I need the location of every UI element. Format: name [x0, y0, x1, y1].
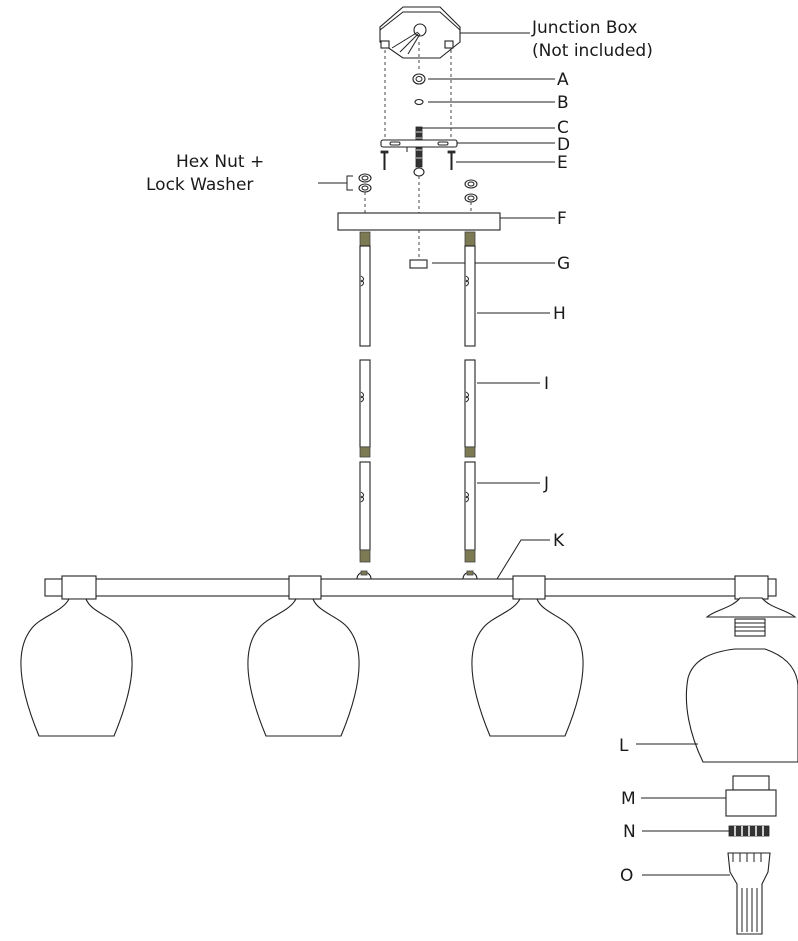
part-f-canopy — [337, 212, 501, 231]
part-g-strain-relief — [409, 259, 428, 269]
part-a-nut — [412, 73, 426, 85]
part-k-bar — [44, 570, 777, 600]
label-g: G — [557, 254, 570, 274]
label-i: I — [544, 374, 549, 394]
label-junction-box: Junction Box — [531, 18, 637, 38]
label-m: M — [621, 789, 636, 809]
label-not-included: (Not included) — [532, 41, 653, 61]
part-o-socket — [727, 852, 771, 935]
label-n: N — [623, 822, 636, 842]
label-f: F — [557, 209, 567, 229]
nipple-nut — [413, 167, 425, 177]
part-n-threaded-ring — [728, 825, 770, 837]
junction-box — [379, 6, 461, 59]
label-l: L — [619, 736, 629, 756]
label-b: B — [557, 93, 569, 113]
part-m-socket-ring — [725, 775, 777, 817]
shade-3 — [471, 598, 584, 737]
label-c: C — [557, 118, 569, 138]
label-e: E — [557, 153, 568, 173]
label-h: H — [553, 304, 566, 324]
label-k: K — [553, 531, 565, 551]
label-j: J — [543, 474, 549, 494]
part-l-glass-shade — [685, 648, 798, 763]
shade-2 — [247, 598, 360, 737]
label-hex-nut: Hex Nut + — [176, 152, 264, 172]
rod-left — [359, 231, 371, 563]
shade-1 — [20, 598, 133, 737]
rod-right — [464, 231, 476, 563]
hex-nut-lock-washer-left — [358, 173, 372, 193]
part-b-washer — [414, 98, 424, 106]
part-e-screws — [380, 150, 456, 170]
hex-nut-lock-washer-right — [464, 179, 478, 203]
label-o: O — [620, 866, 633, 886]
label-lock-washer: Lock Washer — [146, 175, 253, 195]
label-d: D — [557, 135, 570, 155]
label-a: A — [557, 70, 569, 90]
exploded-lamp-cap — [705, 597, 797, 637]
